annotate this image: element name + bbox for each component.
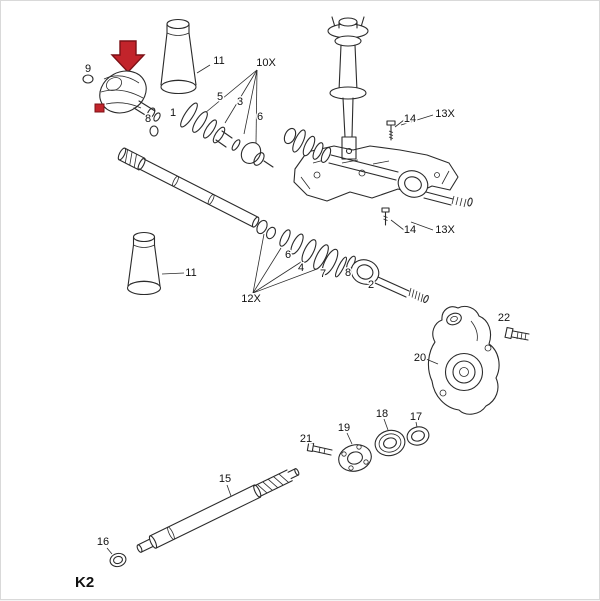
leader-fan-12x: [252, 233, 318, 294]
cv-boot-upper-middle: [180, 102, 274, 168]
part-label-15: 15: [219, 473, 231, 485]
part-label-14-lower: 14: [404, 224, 416, 236]
highlight-square-marker: [94, 103, 105, 113]
part-label-6-mid: 6: [285, 249, 291, 261]
steering-knuckle-20: [425, 305, 500, 415]
qty-label-10x: 10X: [256, 57, 276, 69]
part-label-1: 1: [170, 107, 176, 119]
boot-cone-lower-11: [126, 231, 185, 296]
right-axle-assembly: [283, 127, 473, 208]
boot-cone-upper-11: [160, 18, 211, 95]
ring-part-16: [106, 547, 127, 568]
page-code: K2: [75, 574, 94, 591]
leader-15: [226, 484, 232, 497]
leader-fan-10x: [204, 69, 258, 144]
bolt-part-14-upper: [386, 114, 434, 141]
circlip-part-9: [82, 74, 94, 84]
qty-label-13x-lower: 13X: [435, 224, 455, 236]
part-label-16: 16: [97, 536, 109, 548]
seal-ring-17: [406, 421, 430, 446]
qty-label-13x-upper: 13X: [435, 108, 455, 120]
part-label-8-upper: 8: [145, 113, 151, 125]
part-label-17: 17: [410, 411, 422, 423]
part-label-2: 2: [368, 279, 374, 291]
bolt-part-14-lower: [381, 207, 434, 231]
highlight-arrow-icon: [110, 40, 146, 74]
part-label-19: 19: [338, 422, 350, 434]
part-label-3: 3: [237, 96, 243, 108]
snap-rings-mid: [256, 219, 277, 240]
cv-joint-part-2: [350, 259, 429, 304]
hub-flange-19: [338, 432, 372, 472]
part-label-6-upper: 6: [257, 111, 263, 123]
part-label-14-upper: 14: [404, 113, 416, 125]
ring-part-8-upper: [149, 125, 159, 137]
output-shaft-15: [136, 468, 300, 553]
part-label-21: 21: [300, 433, 312, 445]
bolt-part-21: [306, 442, 333, 456]
part-label-4: 4: [298, 262, 304, 274]
part-label-18: 18: [376, 408, 388, 420]
part-label-7: 7: [320, 268, 326, 280]
bearing-ring-18: [374, 418, 406, 457]
part-label-9: 9: [85, 63, 91, 75]
qty-label-12x: 12X: [241, 293, 261, 305]
part-label-11-lower: 11: [185, 267, 196, 279]
intermediate-shaft: [117, 147, 260, 228]
part-label-8-mid: 8: [345, 267, 351, 279]
cv-boot-lower-middle: [279, 229, 356, 278]
suspension-strut: [327, 16, 369, 160]
part-label-11-upper: 11: [213, 55, 224, 67]
cv-joint-highlighted: [94, 70, 161, 122]
bolt-part-22: [504, 326, 530, 341]
part-label-20: 20: [414, 352, 426, 364]
part-label-22: 22: [498, 312, 510, 324]
part-label-5: 5: [217, 91, 223, 103]
